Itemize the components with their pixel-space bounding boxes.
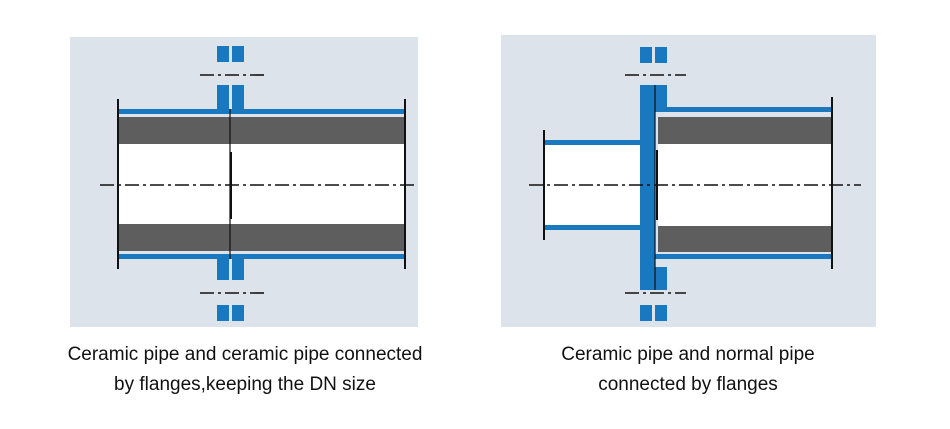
ceramic-lining-top bbox=[118, 117, 405, 144]
steel-shell-top bbox=[655, 107, 832, 112]
caption-line: connected by flanges bbox=[598, 374, 778, 395]
ceramic-lining-bottom bbox=[658, 226, 832, 252]
flange-bolt-top bbox=[217, 46, 229, 62]
flange-bolt-top bbox=[232, 85, 244, 111]
steel-shell-bottom bbox=[118, 254, 405, 259]
ceramic-lining-bottom bbox=[118, 224, 405, 251]
flange-bolt-top bbox=[232, 46, 244, 62]
flange-joint-drawing-same-dn bbox=[70, 37, 418, 327]
flange-bolt-top bbox=[640, 47, 652, 63]
flange-body-bottom bbox=[655, 267, 667, 290]
steel-shell-top bbox=[118, 109, 405, 114]
flange-bolt-bottom bbox=[217, 256, 229, 280]
normal-pipe-wall-top bbox=[544, 140, 640, 145]
flange-bolt-top bbox=[217, 85, 229, 111]
flange-bolt-bottom bbox=[655, 305, 667, 321]
flange-bolt-bottom bbox=[232, 305, 244, 321]
flange-body-top bbox=[640, 85, 655, 192]
flange-bolt-top bbox=[655, 47, 667, 63]
diagram-ceramic-to-normal bbox=[501, 35, 876, 327]
flange-body-top bbox=[655, 85, 667, 107]
ceramic-lining-top bbox=[658, 117, 832, 144]
caption-line: by flanges,keeping the DN size bbox=[114, 374, 376, 395]
caption-line: Ceramic pipe and ceramic pipe connected bbox=[67, 344, 423, 365]
flange-body-bottom bbox=[640, 180, 655, 290]
caption-ceramic-to-ceramic: Ceramic pipe and ceramic pipe connected … bbox=[15, 340, 475, 400]
flange-bolt-bottom bbox=[232, 256, 244, 280]
flange-joint-drawing-mixed bbox=[501, 35, 876, 327]
flange-bolt-bottom bbox=[217, 305, 229, 321]
caption-ceramic-to-normal: Ceramic pipe and normal pipe connected b… bbox=[463, 340, 913, 400]
flange-bolt-bottom bbox=[640, 305, 652, 321]
steel-shell-bottom bbox=[655, 254, 832, 259]
pipe-bore bbox=[118, 144, 405, 224]
diagram-ceramic-to-ceramic bbox=[70, 37, 418, 327]
normal-pipe-wall-bottom bbox=[544, 225, 640, 230]
caption-line: Ceramic pipe and normal pipe bbox=[561, 344, 815, 365]
